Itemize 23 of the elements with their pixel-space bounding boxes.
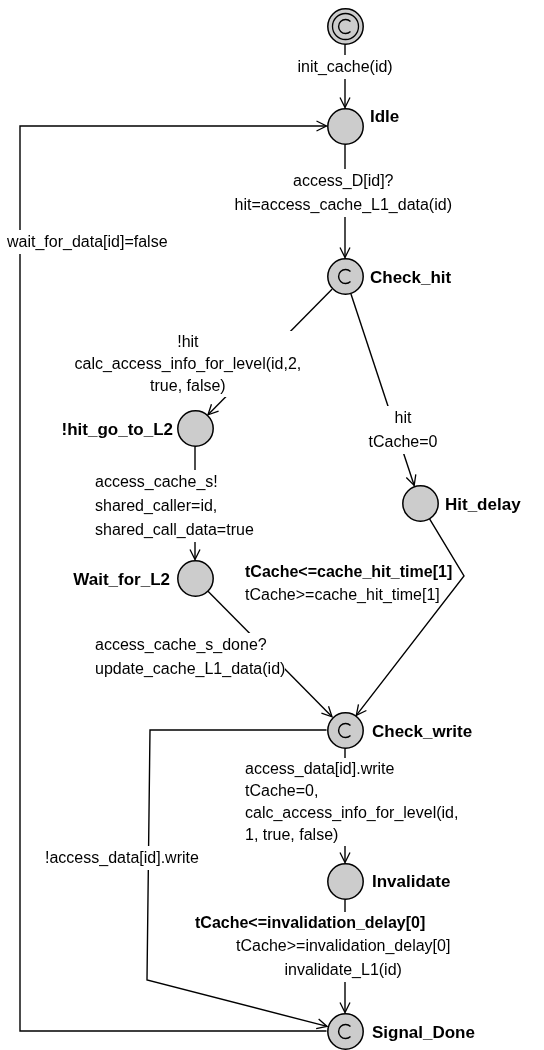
location-name: Check_hit (370, 268, 452, 288)
edge-label: access_data[id].write tCache=0, calc_access_info_for_level(id, 1, true, false) (245, 758, 459, 846)
edge-label: init_cache(id) (297, 55, 393, 79)
location-name: !hit_go_to_L2 (61, 420, 173, 440)
transition-arrow (355, 518, 465, 717)
edge-label: access_D[id]? hit=access_cache_L1_data(id) (234, 169, 452, 217)
location-name: Idle (370, 107, 400, 127)
transition-arrow (19, 120, 328, 1032)
edge-label: tCache>=cache_hit_time[1] (245, 585, 440, 605)
location-name: Signal_Done (372, 1023, 475, 1043)
location-name: Check_write (372, 722, 473, 742)
location-name: Wait_for_L2 (73, 570, 170, 590)
edge-label: !hit calc_access_info_for_level(id,2, true, false) (74, 331, 302, 397)
location-name: Invalidate (372, 872, 451, 892)
edge-label: wait_for_data[id]=false (7, 230, 168, 254)
edge-label: tCache>=invalidation_delay[0] invalidate_L1(id) (236, 934, 451, 982)
edge-label: access_cache_s! shared_caller=id, shared_call_data=true (95, 470, 254, 542)
edge-label: access_cache_s_done? update_cache_L1_data(id) (95, 633, 286, 681)
invariant-label: tCache<=invalidation_delay[0] (195, 912, 426, 934)
edge-label: hit tCache=0 (368, 406, 438, 454)
edge-label: !access_data[id].write (45, 846, 199, 870)
location-name: Hit_delay (445, 495, 521, 515)
transition-arrow (146, 729, 328, 1030)
